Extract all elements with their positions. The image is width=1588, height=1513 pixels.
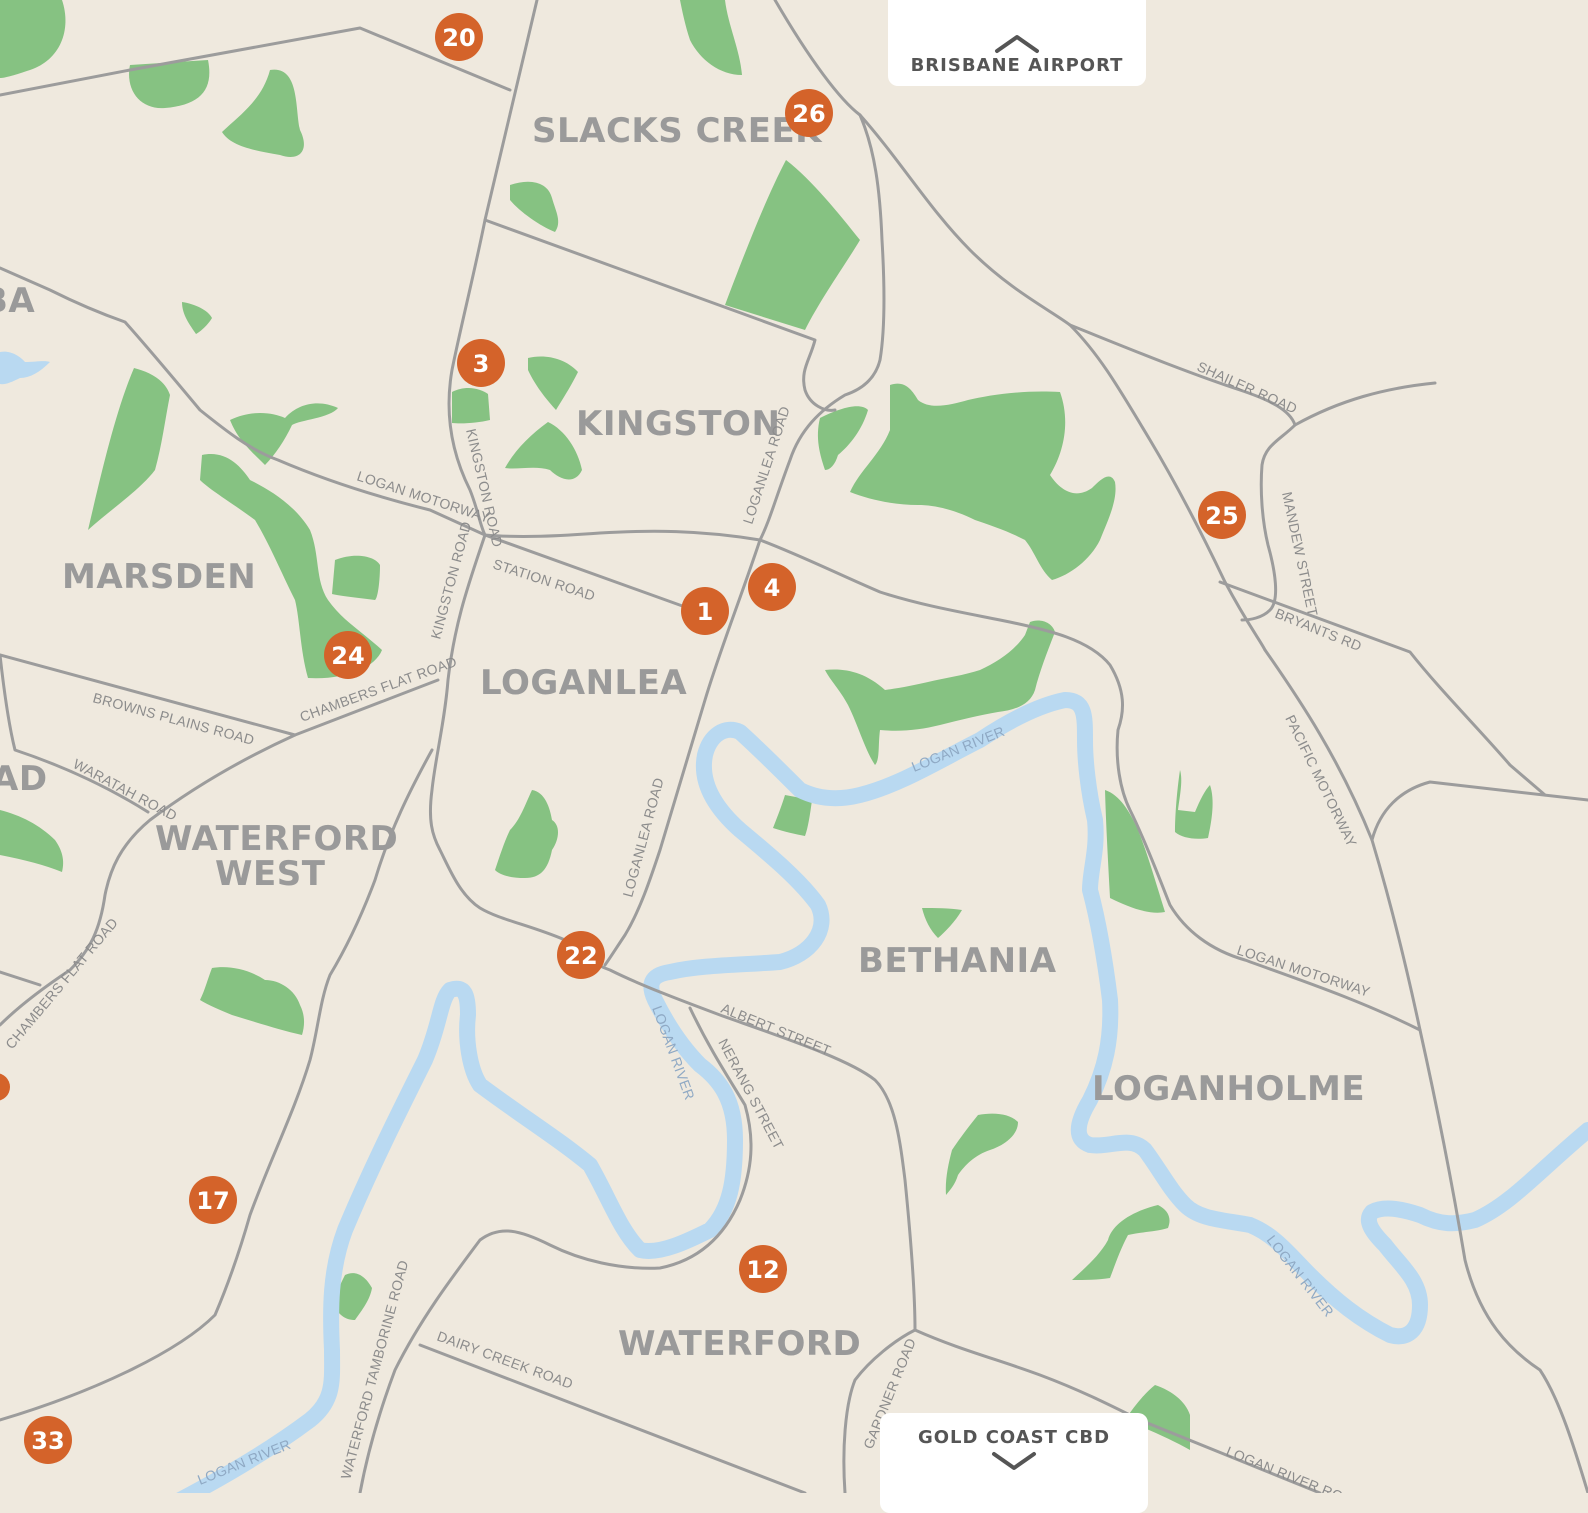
park [200, 967, 305, 1035]
road [603, 538, 762, 967]
chevron-down-icon [992, 1452, 1036, 1470]
suburb-label-partial-ad: AD [0, 759, 48, 799]
road [858, 113, 1267, 652]
park [922, 908, 962, 938]
marker-number: 3 [473, 350, 490, 378]
suburb-label-kingston: KINGSTON [576, 404, 780, 444]
park [528, 356, 578, 410]
road [913, 1328, 1322, 1493]
marker-number: 24 [331, 642, 364, 670]
park [0, 0, 66, 78]
park [88, 368, 170, 530]
road [483, 533, 690, 610]
suburb-label-partial-ba: BA [0, 281, 35, 321]
road [1218, 580, 1547, 797]
suburb-label-waterford-west-line2: WEST [215, 854, 326, 894]
marker-number: 33 [31, 1427, 64, 1455]
location-marker[interactable]: 12 [739, 1245, 787, 1293]
suburb-label-bethania: BETHANIA [858, 941, 1057, 981]
road [358, 1006, 753, 1493]
marker-number: 12 [746, 1256, 779, 1284]
park [680, 0, 742, 75]
suburb-label-waterford: WATERFORD [618, 1324, 861, 1364]
location-marker[interactable]: 3 [457, 339, 505, 387]
road [0, 653, 150, 814]
location-marker[interactable]: 22 [557, 931, 605, 979]
suburb-label-loganlea: LOGANLEA [480, 663, 687, 703]
park [0, 810, 64, 872]
location-marker[interactable]: 25 [1198, 491, 1246, 539]
location-marker[interactable]: 1 [681, 587, 729, 635]
marker-number: 17 [196, 1187, 229, 1215]
park [1072, 1205, 1170, 1280]
road [842, 1328, 917, 1493]
location-markers: 20 26 3 25 4 1 24 22 17 12 33 [0, 13, 1246, 1464]
road [758, 0, 886, 542]
road [1370, 780, 1588, 842]
nav-top-label: BRISBANE AIRPORT [910, 55, 1124, 76]
marker-number: 22 [564, 942, 597, 970]
location-marker[interactable]: 20 [435, 13, 483, 61]
park [200, 454, 382, 679]
location-marker[interactable]: 33 [24, 1416, 72, 1464]
nav-brisbane-airport-button[interactable]: BRISBANE AIRPORT [888, 0, 1146, 86]
road [1068, 323, 1297, 622]
chevron-up-icon [995, 35, 1039, 53]
location-marker[interactable]: 4 [748, 563, 796, 611]
suburb-label-marsden: MARSDEN [62, 557, 256, 597]
park [1105, 790, 1165, 913]
location-marker[interactable]: 24 [324, 631, 372, 679]
nav-gold-coast-cbd-button[interactable]: GOLD COAST CBD [880, 1413, 1148, 1513]
park [945, 1113, 1018, 1195]
road [447, 0, 539, 537]
park [182, 302, 212, 334]
road [0, 970, 42, 987]
suburb-labels: SLACKS CREEK KINGSTON MARSDEN LOGANLEA W… [0, 111, 1365, 1364]
park [129, 60, 210, 109]
park [817, 406, 868, 470]
road [0, 266, 1422, 1032]
suburb-label-waterford-west-line1: WATERFORD [155, 819, 398, 859]
park [773, 795, 812, 836]
park [725, 160, 860, 330]
location-marker[interactable]: 17 [189, 1176, 237, 1224]
nav-bottom-label: GOLD COAST CBD [917, 1427, 1111, 1448]
park [332, 555, 380, 600]
suburb-label-loganholme: LOGANHOLME [1092, 1069, 1365, 1109]
park [1175, 770, 1213, 839]
park [335, 1273, 372, 1320]
road [0, 26, 512, 97]
road [1293, 381, 1437, 427]
road [1263, 648, 1588, 1493]
park [510, 181, 559, 232]
suburb-label-slacks-creek: SLACKS CREEK [532, 111, 823, 151]
park [495, 790, 558, 878]
road [0, 733, 297, 1027]
marker-number: 25 [1205, 502, 1238, 530]
marker-number: 26 [792, 100, 825, 128]
marker-number: 1 [697, 598, 714, 626]
location-marker[interactable]: 26 [785, 89, 833, 137]
park [850, 383, 1116, 580]
parks [0, 0, 1213, 1450]
park [452, 387, 490, 424]
park [505, 422, 582, 480]
marker-number: 4 [764, 574, 781, 602]
park [825, 620, 1055, 765]
marker-number: 20 [442, 24, 475, 52]
small-lake [0, 351, 50, 385]
park [222, 69, 304, 158]
rivers [0, 351, 1588, 1493]
road [0, 748, 434, 1422]
logan-river-main [176, 692, 1588, 1493]
location-marker-partial[interactable] [0, 1073, 10, 1101]
road [418, 1343, 807, 1493]
